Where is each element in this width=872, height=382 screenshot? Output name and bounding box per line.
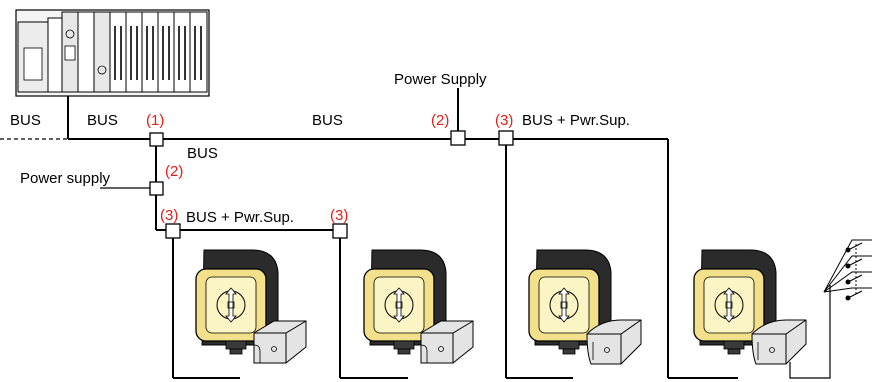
bus-pwr-label-lower: BUS + Pwr.Sup. (186, 209, 294, 226)
junction-box-icon (165, 223, 181, 239)
marker-1: (1) (146, 112, 164, 129)
marker-2-left: (2) (165, 163, 183, 180)
bus-label-under: BUS (187, 145, 218, 162)
marker-3-left-b: (3) (330, 207, 348, 224)
plc-rack-icon (15, 9, 210, 97)
power-supply-label-left: Power supply (20, 170, 111, 187)
marker-3-top: (3) (495, 112, 513, 129)
junction-box-icon (450, 130, 466, 146)
junction-box-icon (498, 130, 514, 146)
bus-label-mid-left: BUS (87, 112, 118, 129)
power-supply-label-top: Power Supply (394, 71, 487, 88)
marker-3-left-a: (3) (160, 207, 178, 224)
bus-label-center: BUS (312, 112, 343, 129)
junction-box-icon (149, 181, 164, 196)
junction-box-icon (149, 132, 164, 147)
bus-pwr-label-right: BUS + Pwr.Sup. (522, 112, 630, 129)
junction-box-icon (332, 223, 348, 239)
switch-bank-icon (823, 239, 872, 301)
bus-label-left: BUS (10, 112, 41, 129)
marker-2-top: (2) (431, 112, 449, 129)
